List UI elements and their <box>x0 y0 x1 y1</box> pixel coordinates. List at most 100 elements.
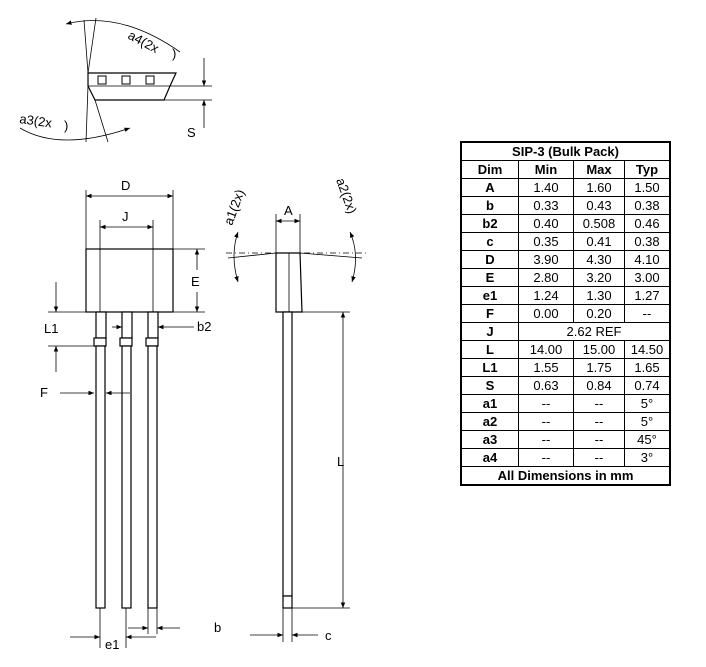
label-a3-paren: ) <box>64 118 68 133</box>
cell-max: 1.30 <box>573 286 625 305</box>
lead-3 <box>147 345 158 609</box>
cell-dim: b2 <box>460 214 519 233</box>
table-row: D 3.90 4.30 4.10 <box>460 250 671 269</box>
cell-dim: a2 <box>460 412 519 431</box>
label-D: D <box>121 178 130 193</box>
label-a4-paren: ) <box>172 46 176 61</box>
lead-kink <box>145 337 159 347</box>
table-footer-row: All Dimensions in mm <box>460 466 671 486</box>
cell-min: 3.90 <box>518 250 574 269</box>
table-row: J 2.62 REF <box>460 322 671 341</box>
cell-typ: 1.27 <box>624 286 671 305</box>
label-a2: a2(2x) <box>333 176 360 216</box>
table-row: A 1.40 1.60 1.50 <box>460 178 671 197</box>
table-header-row: Dim Min Max Typ <box>460 160 671 179</box>
cell-typ: 3.00 <box>624 268 671 287</box>
cell-max: 0.84 <box>573 376 625 395</box>
table-title-row: SIP-3 (Bulk Pack) <box>460 141 671 161</box>
cell-min: 14.00 <box>518 340 574 359</box>
cell-max: -- <box>573 448 625 467</box>
cell-dim: F <box>460 304 519 323</box>
lead-upper <box>95 311 107 339</box>
table-row: a1 -- -- 5° <box>460 394 671 413</box>
label-S: S <box>187 125 196 140</box>
header-dim: Dim <box>460 160 519 179</box>
cell-max: 0.508 <box>573 214 625 233</box>
cell-min: 2.80 <box>518 268 574 287</box>
cell-max: 15.00 <box>573 340 625 359</box>
table-row: L 14.00 15.00 14.50 <box>460 340 671 359</box>
lead-pad <box>121 75 131 85</box>
cell-typ: 1.50 <box>624 178 671 197</box>
cell-min: -- <box>518 412 574 431</box>
top-view: a4(2x ) a3(2x ) S <box>19 17 212 143</box>
side-view: A a1(2x) a2(2x) L c <box>221 176 366 643</box>
label-b2: b2 <box>197 319 211 334</box>
lead-upper <box>147 311 159 339</box>
label-a3: a3(2x <box>19 111 54 130</box>
cell-dim: D <box>460 250 519 269</box>
lead-pad <box>145 75 155 85</box>
label-e1: e1 <box>105 637 119 652</box>
cell-min: 1.40 <box>518 178 574 197</box>
cell-typ: 0.38 <box>624 232 671 251</box>
cell-dim: E <box>460 268 519 287</box>
cell-min: 1.24 <box>518 286 574 305</box>
cell-max: -- <box>573 430 625 449</box>
cell-dim: L1 <box>460 358 519 377</box>
label-A: A <box>284 203 293 218</box>
cell-min: 0.33 <box>518 196 574 215</box>
cell-dim: a3 <box>460 430 519 449</box>
cell-min: 0.40 <box>518 214 574 233</box>
table-row: e1 1.24 1.30 1.27 <box>460 286 671 305</box>
label-b: b <box>214 620 221 635</box>
table-row: a4 -- -- 3° <box>460 448 671 467</box>
lead-upper <box>121 311 133 339</box>
label-J: J <box>122 209 129 224</box>
cell-dim: a4 <box>460 448 519 467</box>
cell-typ: 0.38 <box>624 196 671 215</box>
side-lead-tip <box>282 595 293 609</box>
label-F: F <box>40 385 48 400</box>
table-row: b2 0.40 0.508 0.46 <box>460 214 671 233</box>
cell-min: 0.00 <box>518 304 574 323</box>
table-row: S 0.63 0.84 0.74 <box>460 376 671 395</box>
dimension-table: SIP-3 (Bulk Pack) Dim Min Max Typ A 1.40… <box>460 141 671 486</box>
side-lead <box>282 311 293 597</box>
table-footer: All Dimensions in mm <box>460 466 671 486</box>
label-c: c <box>325 628 332 643</box>
cell-dim: c <box>460 232 519 251</box>
cell-min: 1.55 <box>518 358 574 377</box>
cell-dim: L <box>460 340 519 359</box>
lead-pad <box>97 75 107 85</box>
cell-max: -- <box>573 394 625 413</box>
header-min: Min <box>518 160 574 179</box>
table-row: a3 -- -- 45° <box>460 430 671 449</box>
lead-2 <box>121 345 132 609</box>
cell-typ: 45° <box>624 430 671 449</box>
leads <box>93 311 159 609</box>
cell-typ: -- <box>624 304 671 323</box>
cell-typ: 0.46 <box>624 214 671 233</box>
cell-typ: 3° <box>624 448 671 467</box>
cell-typ: 5° <box>624 412 671 431</box>
cell-max: 0.41 <box>573 232 625 251</box>
lead-kink <box>93 337 107 347</box>
cell-dim: J <box>460 322 519 341</box>
cell-max: 3.20 <box>573 268 625 287</box>
label-E: E <box>191 274 200 289</box>
front-view: D J E L1 b2 <box>40 178 221 652</box>
table-row: F 0.00 0.20 -- <box>460 304 671 323</box>
table-row: L1 1.55 1.75 1.65 <box>460 358 671 377</box>
cell-max: 0.20 <box>573 304 625 323</box>
cell-dim: S <box>460 376 519 395</box>
lead-1 <box>95 345 106 609</box>
cell-dim: b <box>460 196 519 215</box>
cell-typ: 5° <box>624 394 671 413</box>
cell-span: 2.62 REF <box>518 322 671 341</box>
header-max: Max <box>573 160 625 179</box>
label-L: L <box>337 454 344 469</box>
cell-typ: 0.74 <box>624 376 671 395</box>
label-L1: L1 <box>44 321 58 336</box>
